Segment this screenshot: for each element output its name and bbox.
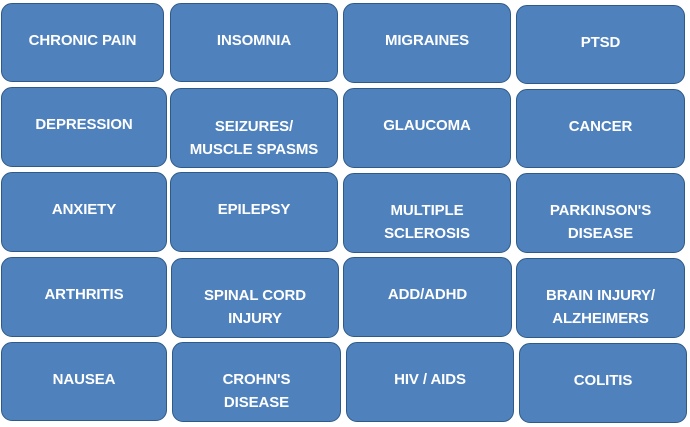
tile-label: CROHN'S DISEASE [222,371,291,411]
tile-colitis: COLITIS [519,343,687,423]
tile-migraines: MIGRAINES [343,3,511,83]
tile-label: CHRONIC PAIN [28,32,137,49]
tile-label: ADD/ADHD [387,286,468,303]
tile-label: NAUSEA [52,371,116,388]
tile-label: SEIZURES/ MUSCLE SPASMS [189,118,319,158]
tile-epilepsy: EPILEPSY [170,172,338,252]
tile-nausea: NAUSEA [1,342,167,421]
tile-crohns-disease: CROHN'S DISEASE [172,342,341,422]
tile-label: ARTHRITIS [44,286,124,303]
tile-add-adhd: ADD/ADHD [343,257,512,337]
tile-label: CANCER [568,118,633,135]
tile-label: EPILEPSY [217,201,291,218]
tile-multiple-sclerosis: MULTIPLE SCLEROSIS [343,173,511,253]
tile-label: INSOMNIA [216,32,292,49]
tile-cancer: CANCER [516,89,685,168]
tile-label: GLAUCOMA [383,117,471,134]
tile-insomnia: INSOMNIA [170,3,338,82]
tile-seizures-muscle-spasms: SEIZURES/ MUSCLE SPASMS [170,88,338,168]
tile-label: ANXIETY [51,201,117,218]
tile-spinal-cord-injury: SPINAL CORD INJURY [171,258,339,338]
tile-label: SPINAL CORD INJURY [204,287,306,327]
tile-label: PARKINSON'S DISEASE [549,202,652,242]
tile-brain-injury-alzheimers: BRAIN INJURY/ ALZHEIMERS [516,258,685,338]
tile-label: BRAIN INJURY/ ALZHEIMERS [546,287,655,327]
tile-parkinsons-disease: PARKINSON'S DISEASE [516,173,685,253]
tile-arthritis: ARTHRITIS [1,257,167,337]
tile-label: HIV / AIDS [394,371,466,388]
tile-anxiety: ANXIETY [1,172,167,252]
tile-glaucoma: GLAUCOMA [343,88,511,168]
tile-label: DEPRESSION [35,116,133,133]
tile-label: MULTIPLE SCLEROSIS [384,202,470,242]
tile-hiv-aids: HIV / AIDS [346,342,514,422]
tile-label: COLITIS [573,372,633,389]
tile-label: PTSD [580,34,621,51]
tile-ptsd: PTSD [516,5,685,84]
tile-label: MIGRAINES [384,32,470,49]
tile-depression: DEPRESSION [1,87,167,167]
tile-chronic-pain: CHRONIC PAIN [1,3,164,82]
